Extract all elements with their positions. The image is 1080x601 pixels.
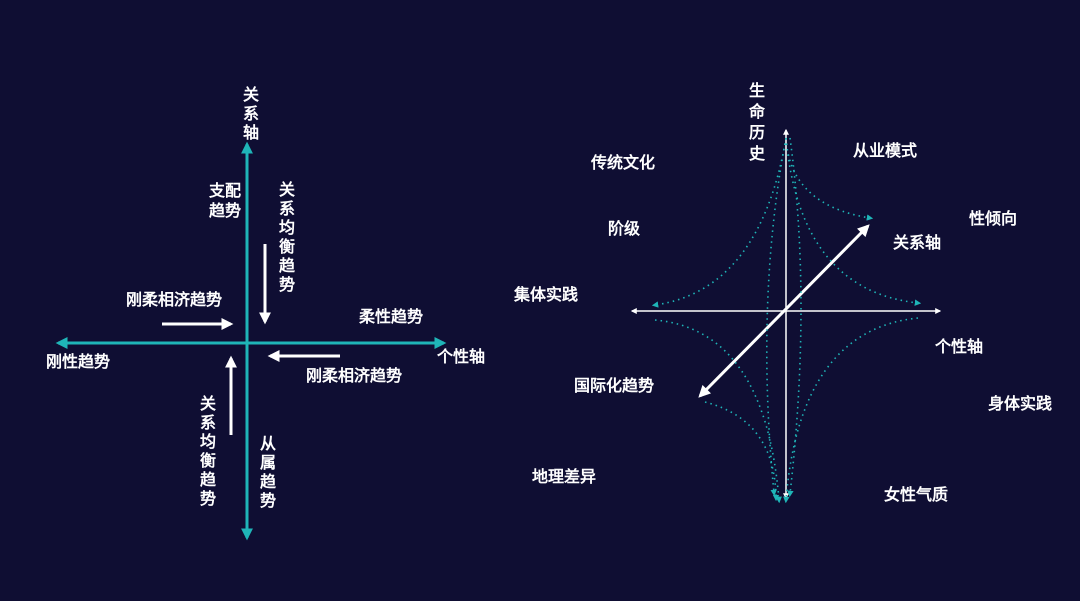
dominance-trend-label: 支配趋势 [209,181,242,220]
curve-top-right [785,137,922,306]
geographic-difference-label: 地理差异 [532,467,597,486]
curve-bottom-left [654,319,782,504]
dotted-curves [651,137,922,504]
rigid-flexible-trend-lower-label: 刚柔相济趋势 [306,366,403,385]
relation-axis-right-label: 关系轴 [893,233,942,252]
curve-bottom-right [783,317,919,504]
personality-axis-right-label: 个性轴 [935,337,984,356]
subordination-trend-label: 从属趋势 [257,435,276,511]
diagonal-arrow-line [698,224,870,398]
collective-practice-label: 集体实践 [514,285,579,304]
curve-top-right-inner [785,137,874,221]
relation-axis-label: 关系轴 [240,86,259,143]
curve-right-inner [787,137,802,498]
curve-top-left-inner [765,137,787,497]
rigid-trend-label: 刚性趋势 [46,352,111,371]
body-practice-label: 身体实践 [988,394,1053,413]
curve-top-left [651,137,787,308]
traditional-culture-label: 传统文化 [591,153,656,172]
internationalization-trend-label: 国际化趋势 [574,376,655,395]
feminine-temperament-label: 女性气质 [884,485,949,504]
relation-balance-trend-lower-label: 关系均衡趋势 [197,395,216,509]
curve-bottom-inner [704,401,780,502]
sexual-orientation-label: 性倾向 [969,209,1018,228]
personality-axis-label: 个性轴 [437,347,486,366]
flexible-trend-label: 柔性趋势 [359,307,424,326]
life-history-label: 生命历史 [746,82,765,166]
occupation-mode-label: 从业模式 [853,141,918,160]
relation-balance-trend-upper-label: 关系均衡趋势 [276,181,295,295]
rigid-flexible-trend-upper-label: 刚柔相济趋势 [126,290,223,309]
class-label: 阶级 [608,219,641,238]
